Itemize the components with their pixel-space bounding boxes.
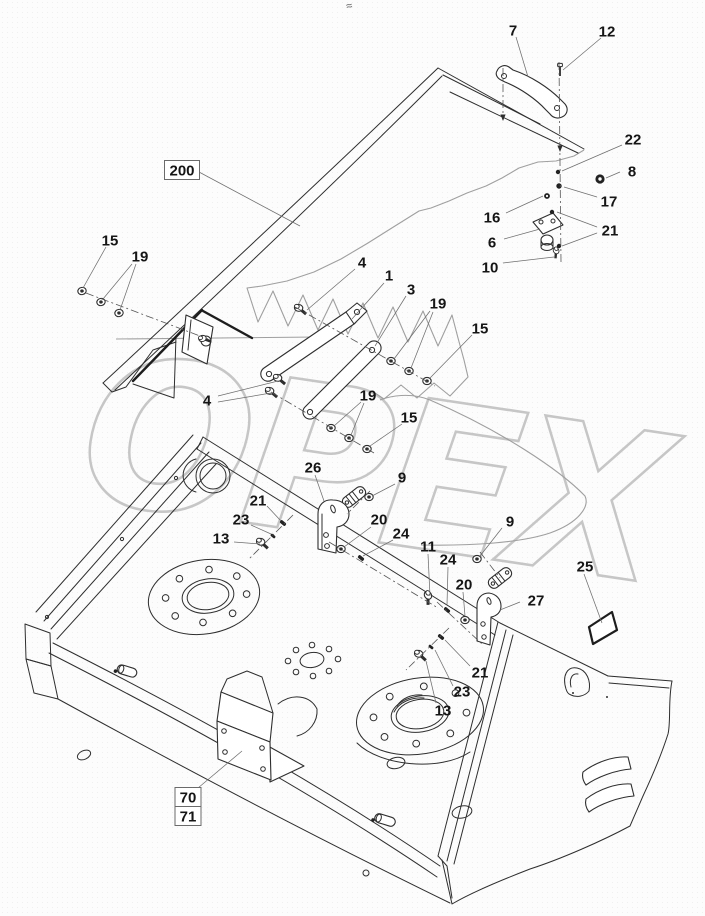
callout-3: 3 (407, 282, 415, 299)
screw-12 (556, 62, 564, 77)
scan-artifact: ≈ (345, 0, 353, 13)
callout-box-71 (174, 806, 202, 826)
callout-4: 4 (358, 255, 367, 272)
callout-8: 8 (628, 164, 636, 181)
washer-22 (555, 169, 561, 175)
deck-bolt-circle (284, 641, 342, 680)
callout-21: 21 (602, 223, 619, 240)
callout-20: 20 (456, 577, 473, 594)
callout-24: 24 (440, 552, 457, 569)
callout-9: 9 (506, 514, 514, 531)
callout-70: 70 (180, 790, 197, 807)
callout-19: 19 (430, 296, 447, 313)
callout-200: 200 (169, 163, 194, 180)
callout-7: 7 (509, 23, 517, 40)
washer-19-low-2 (344, 433, 354, 443)
callout-13: 13 (435, 703, 452, 720)
bracket-27 (476, 592, 502, 646)
nut-20-a (336, 544, 346, 554)
callout-24: 24 (393, 526, 410, 543)
callout-23: 23 (233, 512, 250, 529)
fender-louver-upper (582, 756, 632, 786)
pin-24-b (443, 606, 451, 614)
hood-corner-bracket (181, 314, 214, 365)
right-motor-flange (356, 676, 484, 765)
washer-21-top-1 (549, 209, 555, 215)
callout-12: 12 (599, 24, 616, 41)
callout-17: 17 (601, 194, 618, 211)
callout-27: 27 (528, 593, 545, 610)
latch-plate-6 (532, 212, 564, 251)
spacer-23-b (428, 644, 434, 650)
hitch-bracket-70-71 (216, 670, 305, 783)
callout-box-200 (164, 160, 200, 180)
callout-21: 21 (250, 493, 267, 510)
callout-13: 13 (213, 531, 230, 548)
hinge-leaf-a (341, 486, 367, 508)
callout-16: 16 (484, 210, 501, 227)
hood-panel-200 (102, 67, 585, 399)
nut-16 (544, 193, 550, 199)
callout-23: 23 (454, 684, 471, 701)
callout-22: 22 (625, 132, 642, 149)
right-fender-panel (441, 675, 673, 905)
callout-19: 19 (132, 249, 149, 266)
callout-6: 6 (488, 235, 496, 252)
callout-25: 25 (577, 559, 594, 576)
nut-15-left (76, 286, 88, 296)
hood-break-lines (115, 149, 587, 546)
callout-15: 15 (472, 321, 489, 338)
leader-lines (82, 36, 623, 789)
nut-17 (556, 183, 562, 189)
fender-louver-lower (585, 783, 635, 813)
callout-15: 15 (401, 410, 418, 427)
strut-3 (302, 340, 382, 420)
callout-21: 21 (472, 665, 489, 682)
callout-4: 4 (203, 393, 212, 410)
callout-10: 10 (482, 260, 499, 277)
nut-9-b (472, 554, 482, 564)
callout-19: 19 (360, 388, 377, 405)
hinge-pin-right (371, 813, 396, 827)
callout-71: 71 (180, 809, 197, 826)
bolt-10 (549, 245, 563, 260)
nut-15-low (362, 444, 372, 454)
deck-d-slot (564, 667, 590, 697)
pin-21-b (437, 633, 445, 641)
fasteners (76, 62, 605, 662)
callout-11: 11 (420, 539, 436, 556)
left-motor-flange (147, 558, 261, 636)
callout-20: 20 (371, 512, 388, 529)
hinge-pin-left (113, 664, 138, 678)
bracket-26 (317, 499, 350, 554)
callout-1: 1 (385, 268, 393, 285)
callout-26: 26 (305, 460, 322, 477)
assembly-axes (85, 61, 563, 671)
decal-25 (587, 610, 619, 646)
grab-handle-7 (495, 65, 568, 119)
callout-15: 15 (102, 233, 119, 250)
nut-8 (595, 174, 605, 184)
frame-deck (24, 434, 673, 905)
nut-20-b (460, 615, 470, 625)
callout-9: 9 (398, 470, 406, 487)
